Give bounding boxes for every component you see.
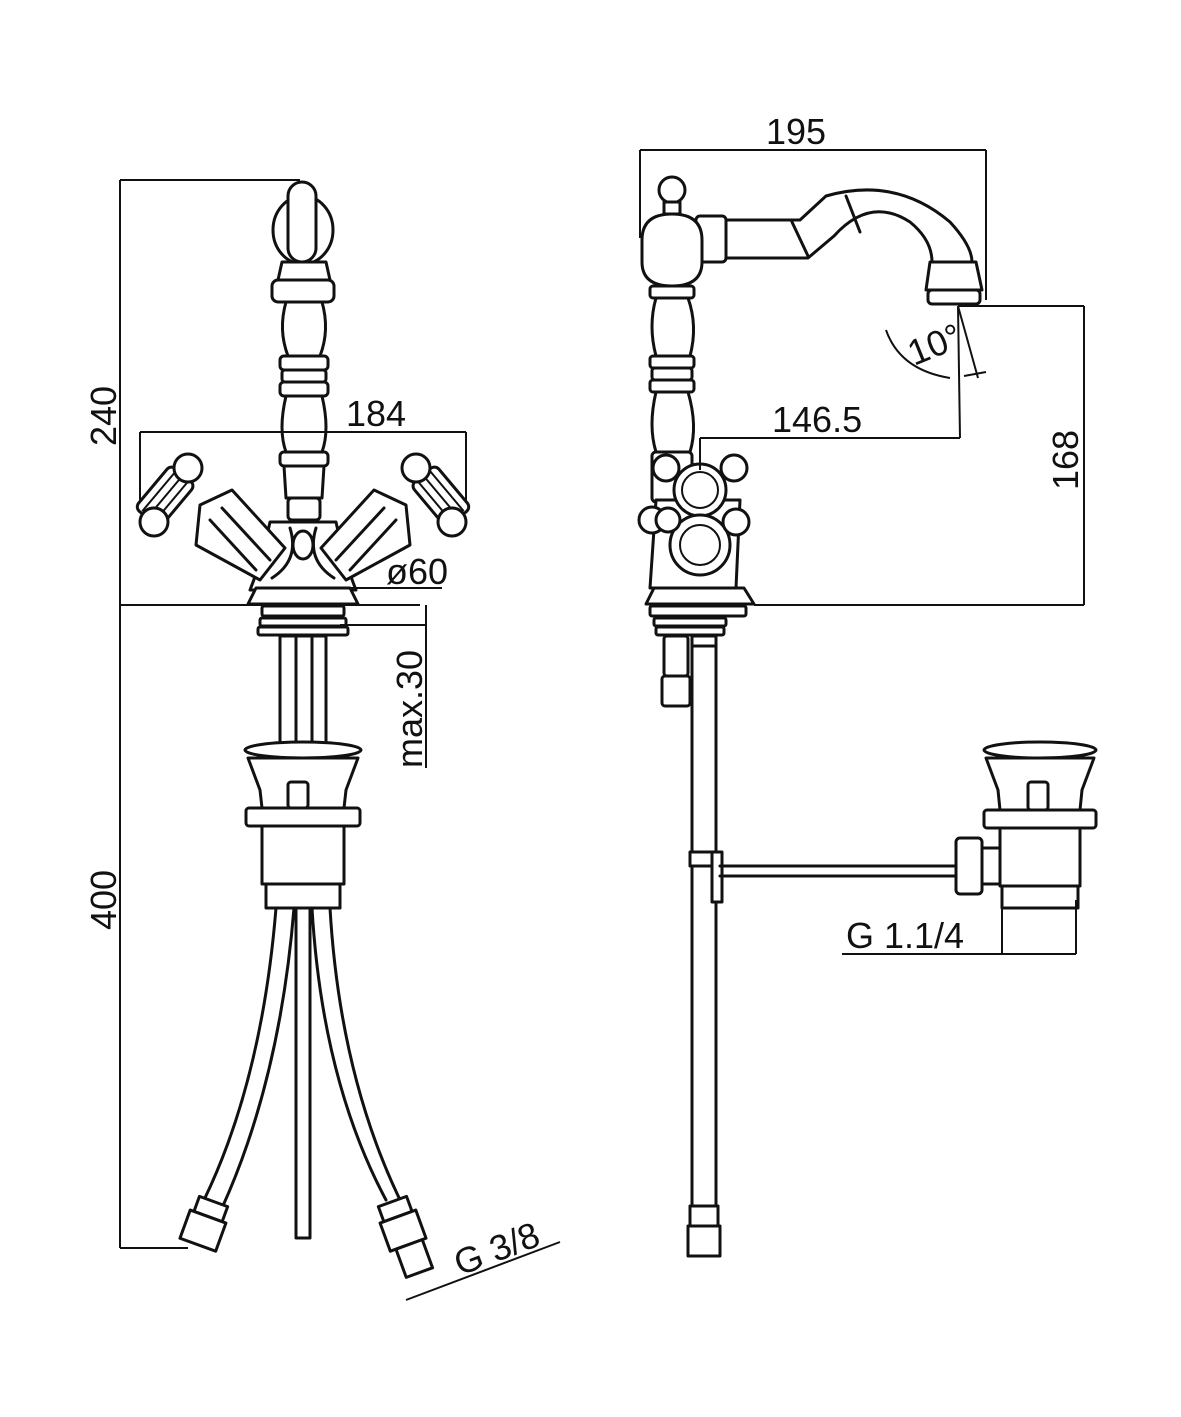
side-base [644, 586, 756, 708]
dim-146-5-label: 146.5 [772, 399, 862, 440]
side-view [637, 149, 1098, 1258]
dim-diameter-60-label: ø60 [386, 551, 448, 592]
side-column [640, 175, 704, 504]
dim-184-label: 184 [346, 393, 406, 434]
side-handle[interactable] [637, 453, 751, 590]
dim-400-label: 400 [83, 870, 124, 930]
dim-max30-label: max.30 [389, 650, 430, 768]
front-flexible-hoses [178, 906, 435, 1279]
dim-g114-label: G 1.1/4 [846, 915, 964, 956]
dim-168-label: 168 [1045, 430, 1086, 490]
dim-g38-label: G 3/8 [448, 1214, 545, 1284]
front-left-handle[interactable] [135, 452, 287, 582]
side-spout [694, 188, 984, 306]
front-right-handle[interactable] [319, 452, 471, 582]
side-pop-up-waste [954, 740, 1098, 910]
side-dimension-lines [639, 149, 1085, 955]
front-view [119, 179, 561, 1301]
front-pop-up-waste [243, 740, 363, 910]
dim-240-label: 240 [83, 386, 124, 446]
front-base [246, 586, 360, 750]
dim-195-label: 195 [766, 111, 826, 152]
side-pull-rod [686, 644, 960, 1258]
front-dimension-lines [119, 179, 561, 1301]
